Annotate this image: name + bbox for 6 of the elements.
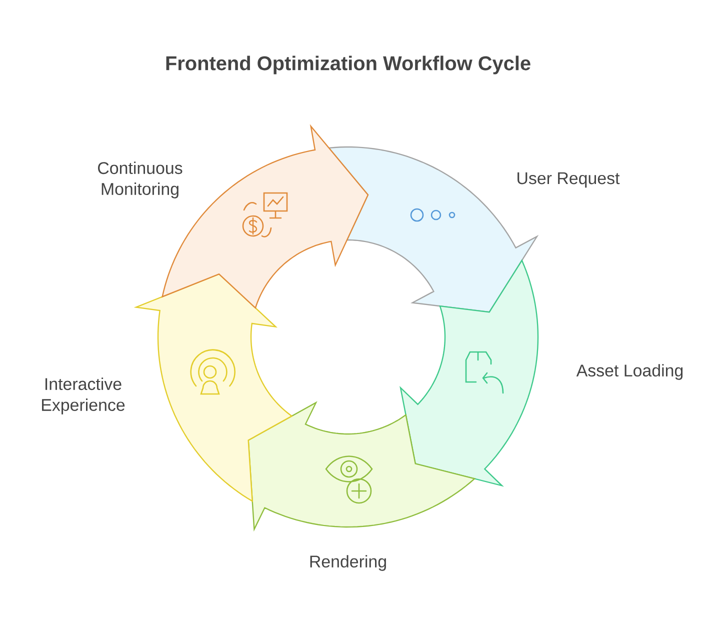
node-label: Asset Loading [576, 364, 683, 380]
node-label: Rendering [310, 555, 386, 571]
node-label: Interactive Experience [42, 378, 125, 414]
arrow-segment: Continuous Monitoring [98, 124, 369, 310]
node-label: User Request [518, 172, 620, 188]
title: Frontend Optimization Workflow Cycle [166, 56, 530, 74]
